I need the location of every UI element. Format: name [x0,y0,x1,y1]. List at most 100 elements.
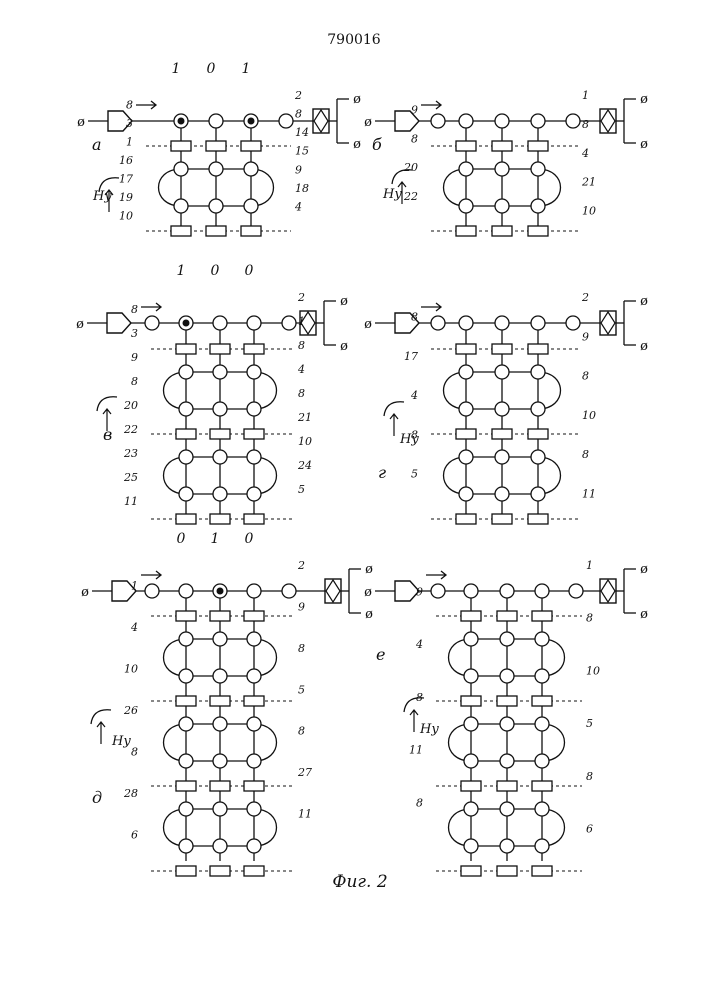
rectangle-gate-icon [171,141,191,151]
circle-position-icon [495,365,509,379]
circle-position-icon [431,114,445,128]
code-digit: 0 [245,531,254,547]
circle-position-icon [279,114,293,128]
callout-number: 2 [294,89,302,102]
field-direction-arrow [97,722,105,744]
rectangle-gate-icon [497,611,517,621]
circle-position-icon [174,162,188,176]
circle-position-icon [535,669,549,683]
terminal-symbol: ø [640,562,648,577]
circle-position-icon [247,717,261,731]
code-digit: 0 [245,263,254,279]
rectangle-gate-icon [244,696,264,706]
callout-number: 2 [297,559,305,572]
circle-position-icon [174,199,188,213]
detector-diamond-icon [600,311,616,335]
circle-position-icon [179,839,193,853]
callout-number: 8 [411,428,418,441]
circle-position-icon [247,316,261,330]
rectangle-gate-icon [461,781,481,791]
code-digit: 0 [177,531,186,547]
callout-number: 1 [582,89,589,102]
callout-number: 17 [404,350,418,363]
terminal-symbol: ø [364,585,372,600]
circle-position-icon [464,669,478,683]
rectangle-gate-icon [492,344,512,354]
rectangle-gate-icon [176,696,196,706]
circle-position-icon [531,316,545,330]
terminal-symbol: ø [640,137,648,152]
terminal-symbol: ø [640,294,648,309]
callout-number: 15 [295,145,309,158]
filled-circle-domain-icon [217,588,224,595]
callout-number: 8 [126,98,133,111]
circle-position-icon [464,717,478,731]
rectangle-gate-icon [528,141,548,151]
circle-position-icon [464,632,478,646]
circle-position-icon [464,754,478,768]
circle-position-icon [569,584,583,598]
callout-number: 8 [131,303,138,316]
callout-number: 11 [582,487,596,500]
circle-position-icon [244,162,258,176]
circle-position-icon [145,316,159,330]
circle-position-icon [531,487,545,501]
circle-position-icon [500,717,514,731]
callout-number: 8 [298,725,305,738]
rectangle-gate-icon [497,781,517,791]
callout-number: 11 [124,495,138,508]
callout-number: 27 [297,766,312,779]
callout-number: 9 [411,103,418,116]
terminal-symbol: ø [640,339,648,354]
code-digit: 0 [207,61,216,77]
circle-position-icon [179,802,193,816]
callout-number: 14 [295,126,309,139]
detector-diamond-icon [600,109,616,133]
detector-diamond-icon [600,579,616,603]
code-digit: 1 [177,263,186,279]
callout-number: 5 [411,468,418,481]
callout-number: 3 [126,117,133,130]
rectangle-gate-icon [206,141,226,151]
circle-position-icon [531,402,545,416]
circle-position-icon [247,802,261,816]
circle-position-icon [566,316,580,330]
rectangle-gate-icon [210,611,230,621]
callout-number: 2 [581,291,589,304]
right-arrow-icon [136,101,156,109]
callout-number: 22 [403,190,418,203]
field-direction-arrow [390,414,398,436]
circle-position-icon [145,584,159,598]
callout-number: 1 [126,135,133,148]
circle-position-icon [179,669,193,683]
panel-d: øøø010Нуд2194810526882728116 [81,531,373,876]
rectangle-gate-icon [456,141,476,151]
code-digit: 1 [172,61,181,77]
rectangle-gate-icon [456,514,476,524]
terminal-symbol: ø [353,137,361,152]
detector-diamond-icon [313,109,329,133]
rectangle-gate-icon [461,696,481,706]
callout-number: 23 [123,447,138,460]
circle-position-icon [531,450,545,464]
circle-position-icon [535,839,549,853]
circle-position-icon [500,802,514,816]
callout-number: 4 [415,638,423,651]
rectangle-gate-icon [497,696,517,706]
circle-position-icon [179,717,193,731]
rectangle-gate-icon [176,866,196,876]
circle-position-icon [566,114,580,128]
rectangle-gate-icon [456,344,476,354]
circle-position-icon [213,754,227,768]
rectangle-gate-icon [176,611,196,621]
callout-number: 8 [298,642,305,655]
circle-position-icon [213,669,227,683]
rectangle-gate-icon [171,226,191,236]
right-arrow-icon [421,303,441,311]
circle-position-icon [464,802,478,816]
terminal-symbol: ø [365,562,373,577]
panel-e: øøøНуе1984108511886 [364,559,648,876]
callout-number: 22 [123,423,138,436]
circle-position-icon [500,839,514,853]
circle-position-icon [531,199,545,213]
